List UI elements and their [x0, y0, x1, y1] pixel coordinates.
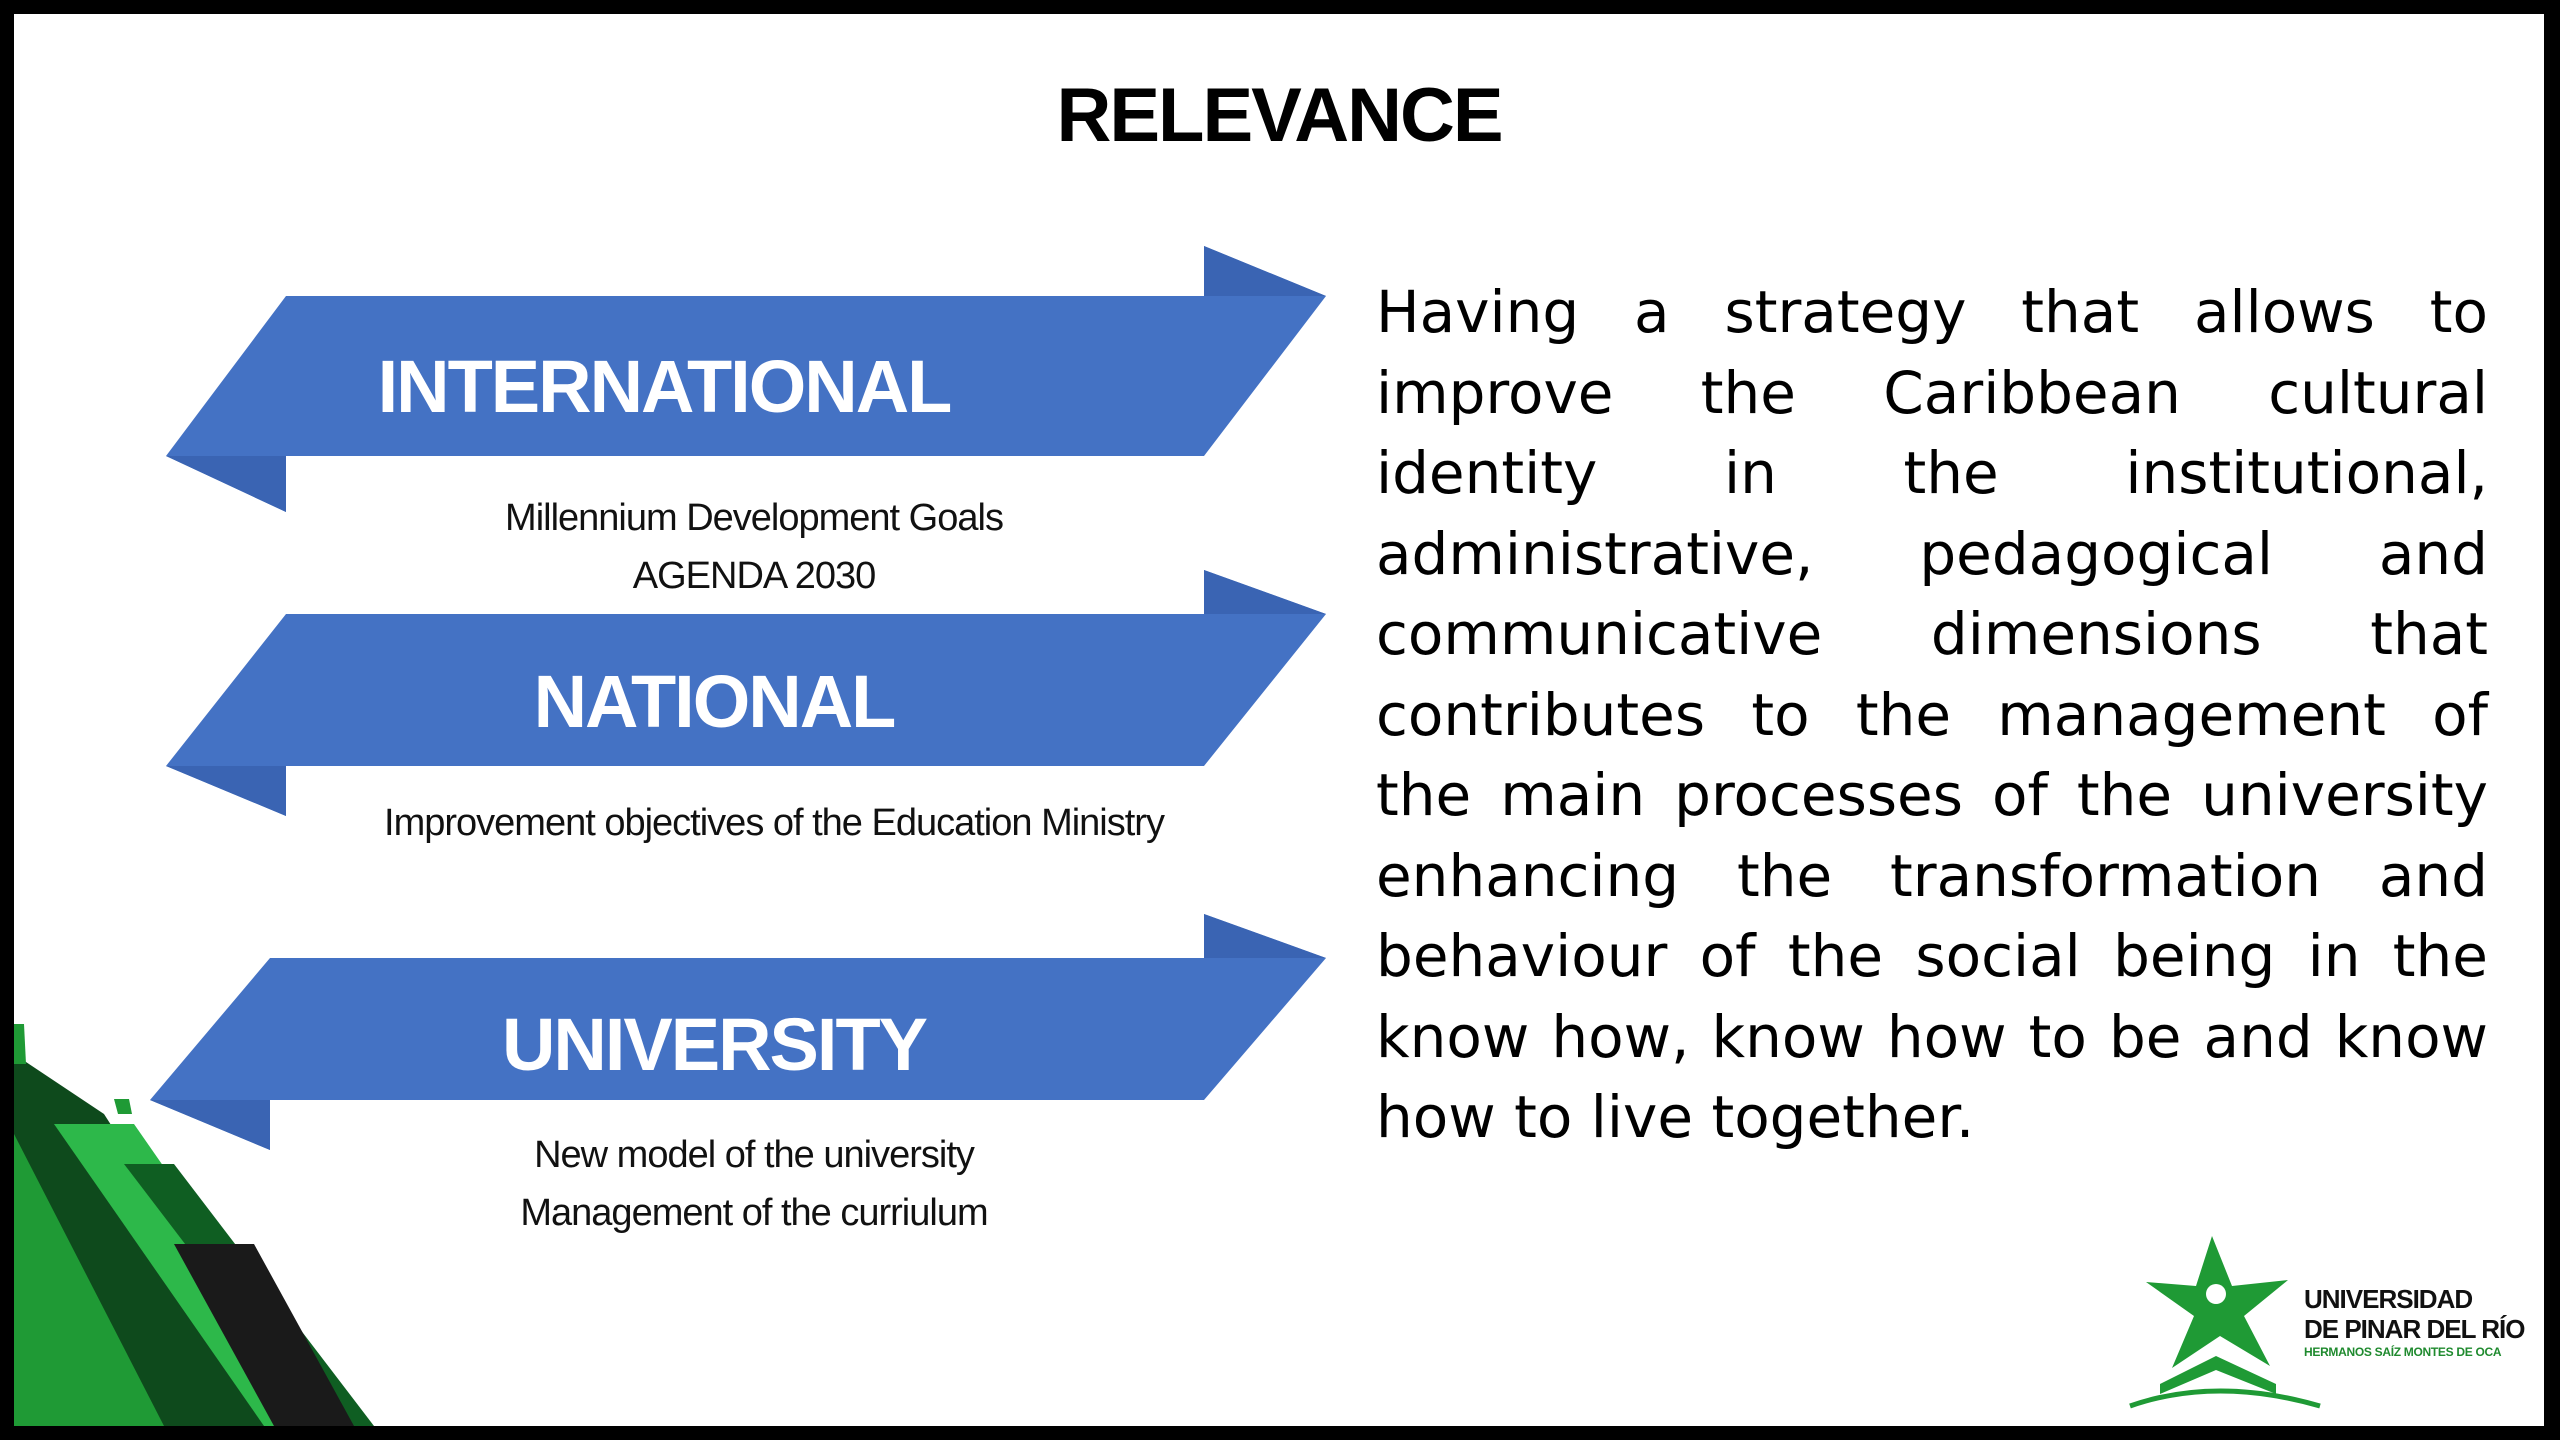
international-arrow	[166, 246, 1326, 512]
slide-title: RELEVANCE	[1056, 73, 1503, 158]
star-book-logo-icon	[2129, 1236, 2321, 1409]
detail-line: Millennium Development Goals	[505, 497, 1004, 539]
corner-decoration	[14, 1024, 374, 1426]
detail-line: Improvement objectives of the Education …	[384, 802, 1165, 844]
detail-line: Management of the curriulum	[520, 1192, 988, 1234]
detail-line: AGENDA 2030	[632, 555, 876, 597]
university-logo-text: UNIVERSIDAD DE PINAR DEL RÍO HERMANOS SA…	[2304, 1284, 2525, 1360]
logo-line-2: DE PINAR DEL RÍO	[2304, 1314, 2525, 1344]
national-details: Improvement objectives of the Education …	[274, 794, 1274, 852]
slide-canvas: RELEVANCE INTERNATIONAL	[14, 14, 2544, 1426]
university-arrow	[150, 914, 1326, 1150]
logo-line-1: UNIVERSIDAD	[2304, 1284, 2473, 1314]
international-details: Millennium Development Goals AGENDA 2030	[314, 489, 1194, 605]
university-label: UNIVERSITY	[501, 1003, 928, 1086]
national-label: NATIONAL	[533, 660, 897, 743]
national-arrow	[166, 570, 1326, 816]
international-label: INTERNATIONAL	[377, 345, 953, 428]
logo-line-3: HERMANOS SAÍZ MONTES DE OCA	[2304, 1345, 2502, 1359]
university-details: New model of the university Management o…	[314, 1126, 1194, 1242]
detail-line: New model of the university	[534, 1134, 975, 1176]
arrows-layer	[150, 246, 1326, 1150]
relevance-paragraph: Having a strategy that allows to improve…	[1376, 278, 2488, 1151]
